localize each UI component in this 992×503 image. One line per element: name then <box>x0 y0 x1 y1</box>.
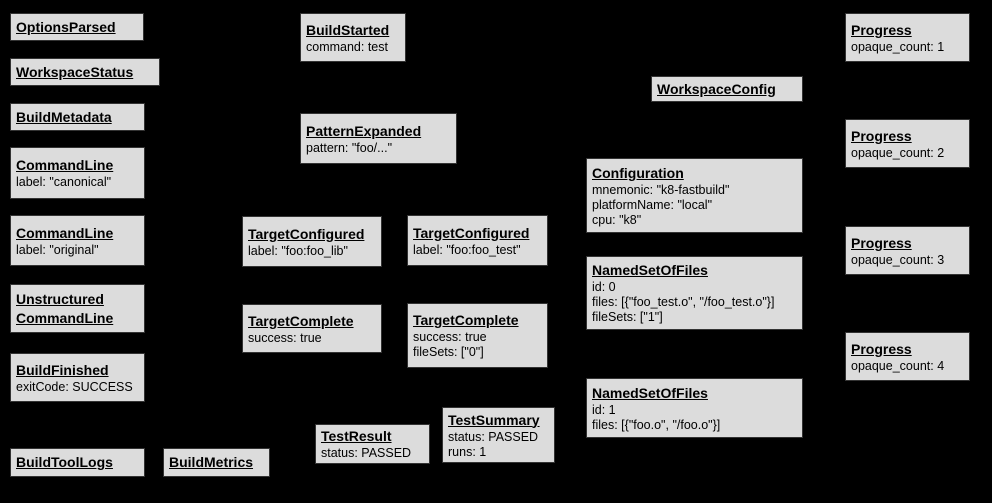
event-node-property: files: [{"foo.o", "/foo.o"}] <box>592 417 721 432</box>
event-node-property: id: 1 <box>592 402 616 417</box>
event-node-title: Progress <box>851 127 912 144</box>
event-node-property: label: "original" <box>16 242 99 257</box>
event-node-title: BuildMetrics <box>169 454 254 470</box>
event-node-workspace-status: WorkspaceStatus <box>10 58 160 86</box>
event-node-title: OptionsParsed <box>16 18 116 35</box>
event-node-workspace-config: WorkspaceConfig <box>651 76 803 102</box>
event-node-test-result: TestResult status: PASSED <box>315 424 430 464</box>
event-node-title: Progress <box>851 340 912 357</box>
event-node-title: BuildToolLogs <box>16 454 113 470</box>
event-node-title: TargetConfigured <box>413 224 530 241</box>
event-node-title: PatternExpanded <box>306 122 422 139</box>
event-node-property: platformName: "local" <box>592 197 713 212</box>
event-node-title: TargetConfigured <box>248 225 365 242</box>
event-node-build-tool-logs: BuildToolLogs <box>10 448 145 477</box>
event-node-command-line-canonical: CommandLine label: "canonical" <box>10 147 145 199</box>
event-node-title: NamedSetOfFiles <box>592 384 708 401</box>
event-node-property: runs: 1 <box>448 444 487 459</box>
event-node-property: cpu: "k8" <box>592 212 642 227</box>
event-node-title: Progress <box>851 234 912 251</box>
event-node-property: label: "foo:foo_test" <box>413 242 521 257</box>
event-node-options-parsed: OptionsParsed <box>10 13 144 41</box>
event-node-title: WorkspaceConfig <box>657 80 776 97</box>
event-node-property: success: true <box>413 330 487 344</box>
event-node-property: label: "canonical" <box>16 175 112 189</box>
event-node-title: NamedSetOfFiles <box>592 262 708 278</box>
event-node-title: Progress <box>851 21 912 38</box>
event-node-property: pattern: "foo/..." <box>306 140 393 155</box>
event-node-title: CommandLine <box>16 157 114 173</box>
event-node-property: opaque_count: 4 <box>851 358 945 373</box>
event-node-title: BuildStarted <box>306 21 390 38</box>
event-node-property: opaque_count: 1 <box>851 39 945 54</box>
event-node-title: BuildMetadata <box>16 108 112 125</box>
event-node-property: success: true <box>248 330 322 345</box>
event-node-title: Unstructured CommandLine <box>16 290 114 326</box>
event-node-title: TestSummary <box>448 411 540 428</box>
event-node-title: TargetComplete <box>413 312 519 328</box>
event-node-build-metadata: BuildMetadata <box>10 103 145 131</box>
event-node-property: opaque_count: 2 <box>851 145 945 160</box>
event-node-title: TargetComplete <box>248 312 354 329</box>
event-node-property: command: test <box>306 39 388 54</box>
event-node-title: CommandLine <box>16 224 114 241</box>
event-node-property: files: [{"foo_test.o", "/foo_test.o"}] <box>592 295 775 309</box>
event-node-property: id: 0 <box>592 280 616 294</box>
event-node-title: TestResult <box>321 428 392 444</box>
event-node-unstructured-command-line: Unstructured CommandLine <box>10 284 145 333</box>
event-node-title: BuildFinished <box>16 361 109 378</box>
event-node-property: status: PASSED <box>448 429 539 444</box>
event-node-property: exitCode: SUCCESS <box>16 379 133 394</box>
event-node-property: fileSets: ["1"] <box>592 310 663 324</box>
event-node-property: opaque_count: 3 <box>851 252 945 267</box>
event-node-title: WorkspaceStatus <box>16 63 134 80</box>
event-node-build-metrics: BuildMetrics <box>163 448 270 477</box>
event-node-property: fileSets: ["0"] <box>413 345 484 359</box>
event-node-property: label: "foo:foo_lib" <box>248 243 348 258</box>
event-node-title: Configuration <box>592 164 684 181</box>
event-node-property: status: PASSED <box>321 446 412 460</box>
event-node-property: mnemonic: "k8-fastbuild" <box>592 182 730 197</box>
